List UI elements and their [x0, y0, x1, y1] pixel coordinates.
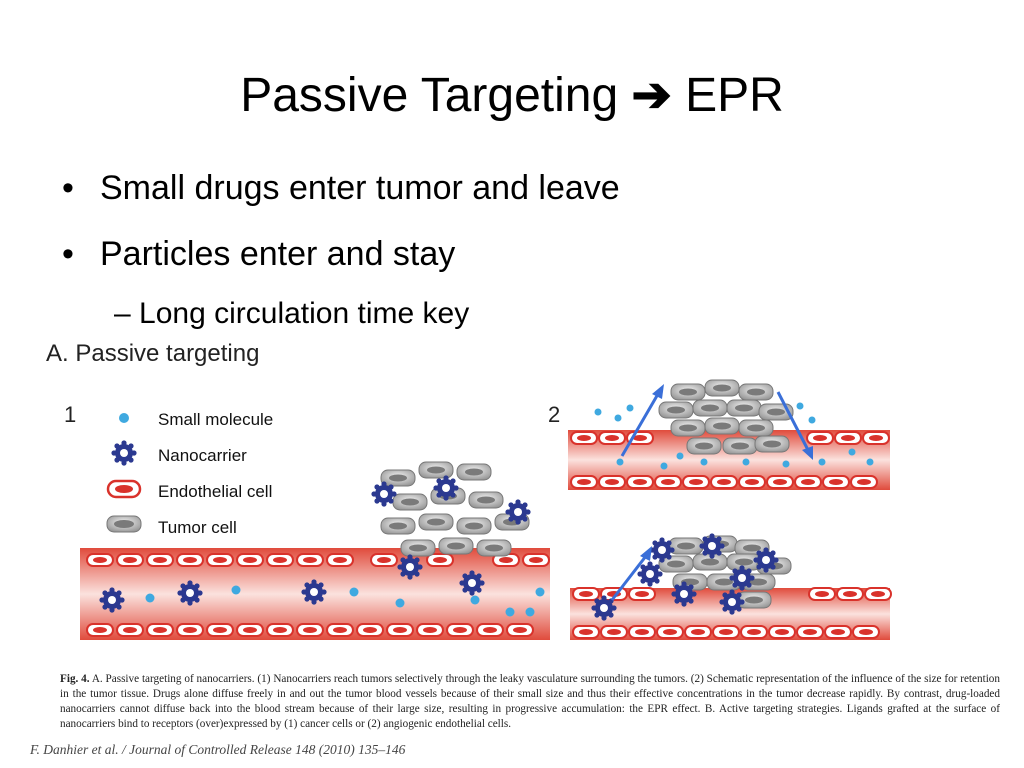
tumor-cell-icon	[106, 515, 142, 533]
figure-caption: Fig. 4. A. Passive targeting of nanocarr…	[60, 672, 1000, 732]
panel-1-label: 1	[64, 402, 77, 427]
caption-label: Fig. 4.	[60, 673, 90, 685]
slide-title: Passive Targeting ➔ EPR	[0, 66, 1024, 126]
bullet-text: Small drugs enter tumor and leave	[100, 169, 620, 207]
bullet-dot-icon: •	[62, 235, 74, 273]
legend-icons	[106, 413, 142, 533]
sub-bullet-dash: –	[114, 297, 131, 330]
bullet-dot-icon: •	[62, 169, 74, 207]
panel-2-nanocarrier-diagram	[570, 533, 892, 640]
title-text: Passive Targeting	[240, 69, 619, 122]
title-epr: EPR	[685, 69, 784, 122]
panel-1-vessel	[80, 461, 550, 640]
panel-2-small-molecule-diagram	[568, 379, 890, 490]
caption-text: A. Passive targeting of nanocarriers. (1…	[60, 673, 1000, 730]
citation: F. Danhier et al. / Journal of Controlle…	[30, 742, 406, 757]
sub-bullet-item: – Long circulation time key	[114, 296, 469, 332]
endothelial-cell-icon	[106, 479, 142, 499]
nanocarrier-icon	[111, 440, 137, 466]
small-molecule-icon	[119, 413, 129, 423]
arrow-right-icon: ➔	[631, 69, 672, 122]
legend-tumor-cell-label: Tumor cell	[158, 518, 237, 537]
sub-bullet-text: Long circulation time key	[139, 297, 470, 330]
legend-endothelial-label: Endothelial cell	[158, 482, 273, 501]
panel-2-label: 2	[548, 402, 561, 427]
legend-nanocarrier-label: Nanocarrier	[158, 446, 247, 465]
legend-small-molecule-label: Small molecule	[158, 410, 274, 429]
bullet-text: Particles enter and stay	[100, 235, 456, 273]
figure-heading: A. Passive targeting	[46, 340, 260, 367]
